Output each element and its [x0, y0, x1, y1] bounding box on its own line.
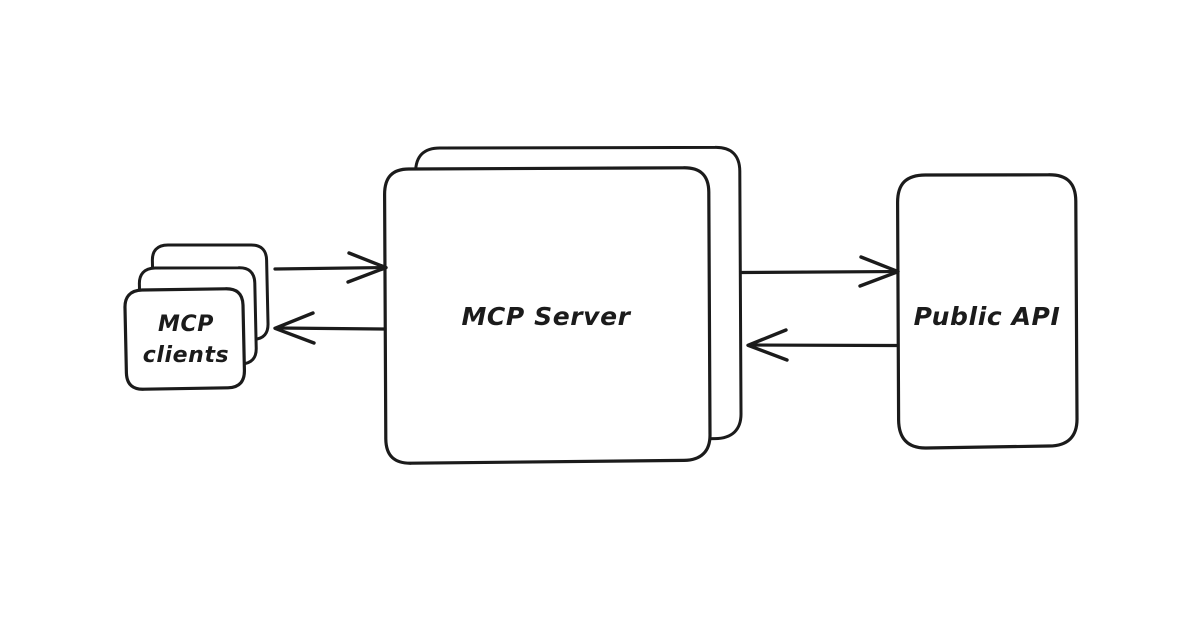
edge-server-to-api-line	[740, 269, 899, 275]
edge-clients-to-server-arrowhead	[346, 251, 388, 284]
edge-api-to-server[interactable]	[746, 328, 899, 362]
edge-server-to-api[interactable]	[740, 255, 900, 288]
mcp-clients-label-line1: MCP	[158, 312, 214, 337]
edge-clients-to-server[interactable]	[273, 251, 388, 284]
mcp-server-card-front	[382, 166, 712, 465]
edge-server-to-clients-arrowhead	[273, 311, 316, 345]
edge-clients-to-server-line	[273, 265, 387, 271]
edge-api-to-server-arrowhead	[746, 328, 789, 362]
edge-server-to-api-arrowhead	[858, 255, 900, 288]
mcp-clients-card-front	[123, 287, 247, 391]
node-mcp-server[interactable]: MCP Server	[382, 145, 743, 465]
node-mcp-clients[interactable]: MCP clients	[123, 243, 270, 391]
edge-api-to-server-line	[748, 343, 899, 348]
node-public-api[interactable]: Public API	[895, 173, 1079, 450]
public-api-card	[895, 173, 1079, 450]
mcp-clients-label-line2: clients	[143, 343, 230, 368]
edge-server-to-clients[interactable]	[273, 311, 387, 345]
public-api-label: Public API	[914, 302, 1061, 331]
mcp-server-label: MCP Server	[461, 302, 631, 331]
edge-server-to-clients-line	[275, 326, 387, 331]
